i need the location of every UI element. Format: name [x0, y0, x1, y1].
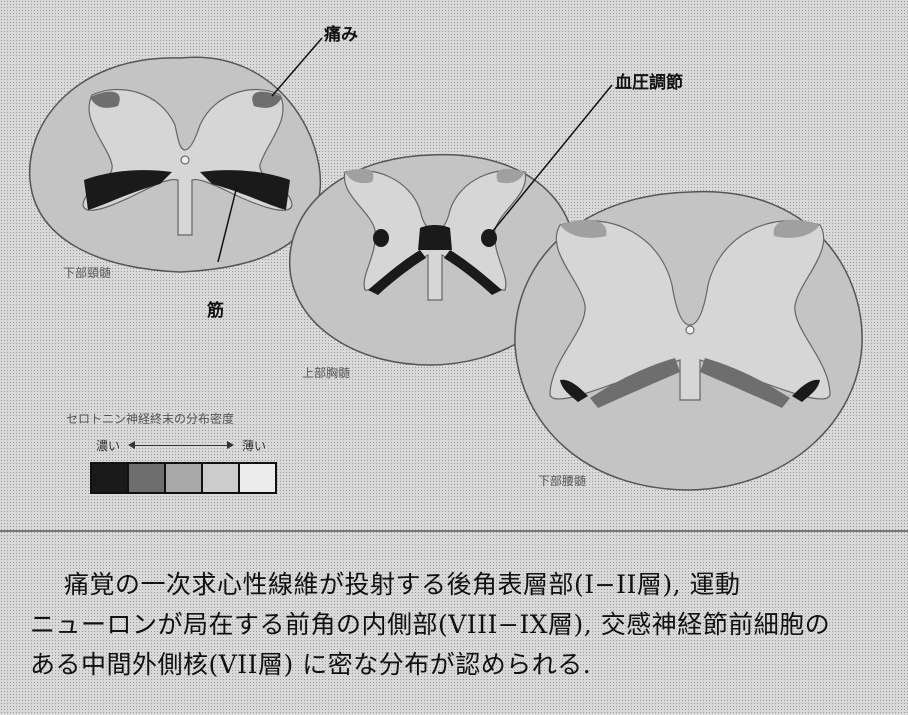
spinal-cord-figure: 痛み 血圧調節 筋 下部頸髄 上部胸髄 下部腰髄 セロトニン神経終末の分布密度 … — [0, 25, 908, 532]
legend-swatch — [129, 464, 166, 492]
muscle-leader-line — [217, 185, 238, 263]
thoracic-ventral-left — [368, 250, 426, 295]
cervical-ventral-horn-left — [84, 170, 172, 210]
label-cervical: 下部頸髄 — [63, 266, 112, 280]
label-muscle: 筋 — [207, 301, 224, 321]
lumbar-central-canal — [685, 325, 695, 335]
bp-leader-line — [491, 84, 613, 233]
lumbar-ventral-left — [590, 358, 680, 408]
thoracic-section — [289, 154, 577, 366]
lumbar-dorsal-horn-right — [773, 219, 820, 238]
thoracic-center-dense — [418, 225, 452, 250]
legend-swatch — [166, 464, 203, 492]
lumbar-section — [514, 190, 863, 491]
thoracic-dorsal-horn-right — [496, 168, 525, 184]
cervical-dorsal-horn-right — [252, 91, 282, 108]
cervical-central-canal — [180, 155, 190, 165]
legend-swatch — [92, 464, 129, 492]
thoracic-iml-right — [481, 229, 497, 247]
caption-line: ある中間外側核(VII層) に密な分布が認められる. — [30, 650, 592, 679]
cervical-dorsal-horn-left — [90, 91, 120, 108]
legend-scale — [90, 462, 277, 494]
legend-double-arrow — [128, 441, 234, 449]
legend-sparse-label: 薄い — [241, 439, 266, 453]
caption: 痛覚の一次求心性線維が投射する後角表層部(I−II層), 運動 ニューロンが局在… — [30, 565, 890, 685]
lumbar-gray-matter — [549, 220, 831, 401]
thoracic-ventral-right — [444, 250, 502, 295]
label-lumbar: 下部腰髄 — [538, 474, 587, 488]
cervical-section — [29, 56, 322, 273]
legend-direction: 濃い 薄い — [96, 437, 266, 453]
lumbar-ventral-edge-right — [792, 379, 820, 402]
thoracic-iml-left — [373, 229, 389, 247]
caption-line: 痛覚の一次求心性線維が投射する後角表層部(I−II層), 運動 — [64, 570, 741, 599]
lumbar-ventral-edge-left — [560, 379, 588, 402]
caption-line: ニューロンが局在する前角の内側部(VIII−IX層), 交感神経節前細胞の — [30, 610, 831, 639]
legend-swatch — [240, 464, 275, 492]
legend-dense-label: 濃い — [96, 439, 121, 453]
legend-swatch — [203, 464, 240, 492]
pain-leader-line — [271, 37, 323, 97]
legend-title: セロトニン神経終末の分布密度 — [66, 412, 235, 426]
spinal-cord-sections — [29, 37, 863, 491]
thoracic-dorsal-horn-left — [345, 168, 374, 184]
label-pain: 痛み — [324, 25, 358, 45]
cervical-ventral-horn-right — [200, 170, 290, 210]
label-thoracic: 上部胸髄 — [302, 366, 351, 380]
lumbar-ventral-right — [700, 358, 790, 408]
label-bp-regulation: 血圧調節 — [615, 73, 683, 93]
lumbar-dorsal-horn-left — [560, 219, 607, 238]
